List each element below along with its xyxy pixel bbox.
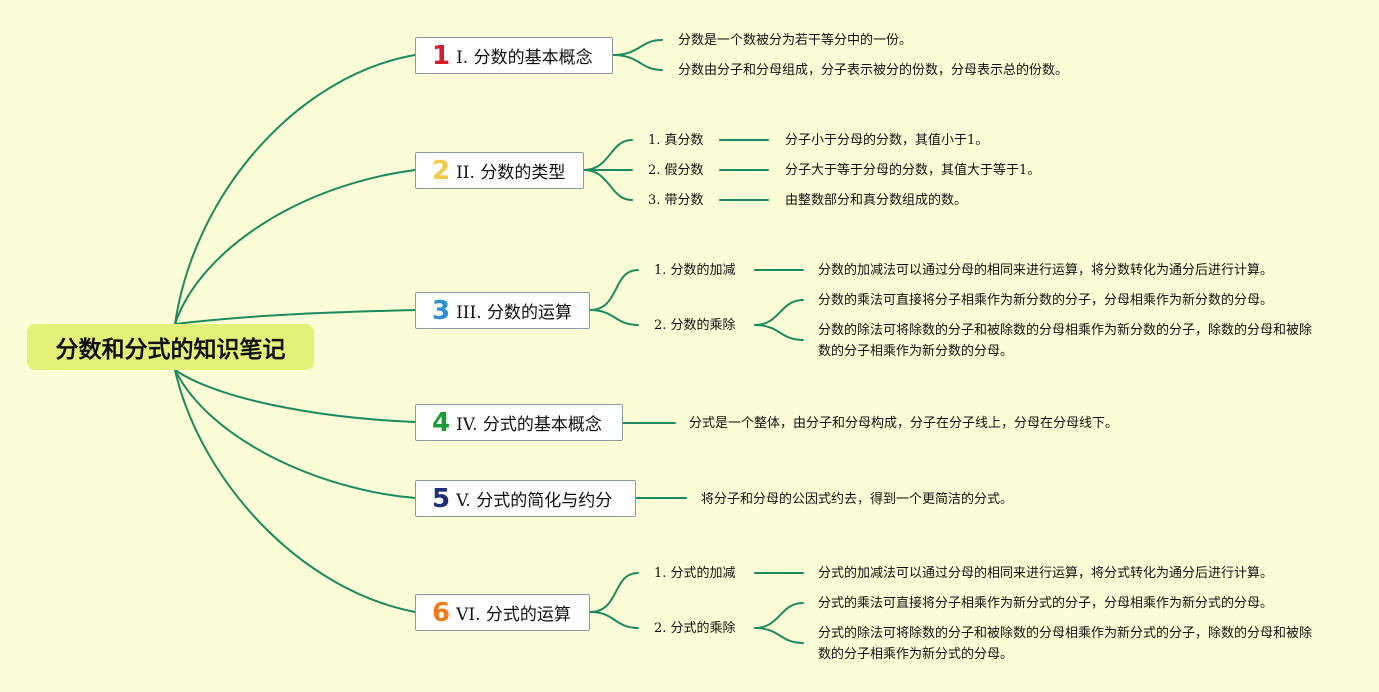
branch-node-6[interactable]: 6 VI. 分式的运算 xyxy=(415,594,590,631)
connector-b6-sub2-leaf-2 xyxy=(754,627,804,644)
sub-topic[interactable]: 1. 分式的加减 xyxy=(654,566,736,581)
connector-b3-sub2-leaf-1 xyxy=(754,299,804,326)
number-1-icon: 1 xyxy=(432,40,451,71)
leaf-text[interactable]: 分式的加减法可以通过分母的相同来进行运算，将分式转化为通分后进行计算。 xyxy=(818,566,1274,581)
connector-root-branch-2 xyxy=(174,169,416,325)
branch-label: II. 分数的类型 xyxy=(456,163,566,183)
leaf-text[interactable]: 由整数部分和真分数组成的数。 xyxy=(785,193,968,208)
connector-b3-sub-1 xyxy=(589,269,639,311)
number-3-icon: 3 xyxy=(432,295,451,326)
branch-label: IV. 分式的基本概念 xyxy=(456,415,602,435)
branch-label: VI. 分式的运算 xyxy=(456,605,571,625)
leaf-text[interactable]: 分式的乘法可直接将分子相乘作为新分式的分子，分母相乘作为新分式的分母。 xyxy=(818,596,1274,611)
leaf-text[interactable]: 分子大于等于分母的分数，其值大于等于1。 xyxy=(785,163,1041,178)
number-4-icon: 4 xyxy=(432,407,451,438)
sub-topic[interactable]: 3. 带分数 xyxy=(648,193,704,208)
leaf-text[interactable]: 将分子和分母的公因式约去，得到一个更简洁的分式。 xyxy=(701,492,1014,507)
connector-b1-leaf-2 xyxy=(612,54,663,71)
sub-topic[interactable]: 2. 假分数 xyxy=(648,163,704,178)
sub-topic[interactable]: 2. 分数的乘除 xyxy=(654,318,736,333)
number-6-icon: 6 xyxy=(432,597,451,628)
connector-b6-sub2-leaf-1 xyxy=(754,602,804,629)
leaf-text[interactable]: 分数由分子和分母组成，分子表示被分的份数，分母表示总的份数。 xyxy=(678,63,1069,78)
sub-topic[interactable]: 1. 真分数 xyxy=(648,133,704,148)
branch-node-5[interactable]: 5 V. 分式的简化与约分 xyxy=(415,480,636,517)
branch-label: V. 分式的简化与约分 xyxy=(456,491,613,511)
sub-topic[interactable]: 1. 分数的加减 xyxy=(654,263,736,278)
branch-node-4[interactable]: 4 IV. 分式的基本概念 xyxy=(415,404,623,441)
branch-node-3[interactable]: 3 III. 分数的运算 xyxy=(415,292,590,329)
branch-node-2[interactable]: 2 II. 分数的类型 xyxy=(415,152,584,189)
connector-b6-sub-1 xyxy=(589,572,639,613)
branch-label: III. 分数的运算 xyxy=(456,303,573,323)
connector-b2-sub-1 xyxy=(583,139,633,171)
connector-b1-leaf-1 xyxy=(612,39,663,56)
connector-b2-sub-3 xyxy=(583,169,633,201)
connector-root-branch-6 xyxy=(174,369,416,613)
leaf-text[interactable]: 分数的除法可将除数的分子和被除数的分母相乘作为新分数的分子，除数的分母和被除数的… xyxy=(818,323,1313,359)
root-topic[interactable]: 分数和分式的知识笔记 xyxy=(27,324,314,370)
branch-label: I. 分数的基本概念 xyxy=(456,48,593,68)
connector-b6-sub-2 xyxy=(589,611,639,629)
connector-root-branch-3 xyxy=(174,309,416,325)
leaf-text[interactable]: 分式是一个整体，由分子和分母构成，分子在分子线上，分母在分母线下。 xyxy=(689,416,1119,431)
sub-topic[interactable]: 2. 分式的乘除 xyxy=(654,621,736,636)
connector-root-branch-1 xyxy=(174,54,416,325)
branch-node-1[interactable]: 1 I. 分数的基本概念 xyxy=(415,37,613,74)
connector-root-branch-4 xyxy=(174,369,416,423)
leaf-text[interactable]: 分式的除法可将除数的分子和被除数的分母相乘作为新分式的分子，除数的分母和被除数的… xyxy=(818,626,1313,662)
connector-root-branch-5 xyxy=(174,369,416,499)
connector-b3-sub2-leaf-2 xyxy=(754,324,804,341)
leaf-text[interactable]: 分数的乘法可直接将分子相乘作为新分数的分子，分母相乘作为新分数的分母。 xyxy=(818,293,1274,308)
number-5-icon: 5 xyxy=(432,483,451,514)
leaf-text[interactable]: 分子小于分母的分数，其值小于1。 xyxy=(785,133,989,148)
connector-b3-sub-2 xyxy=(589,309,639,326)
number-2-icon: 2 xyxy=(432,155,451,186)
leaf-text[interactable]: 分数的加减法可以通过分母的相同来进行运算，将分数转化为通分后进行计算。 xyxy=(818,263,1274,278)
leaf-text[interactable]: 分数是一个数被分为若干等分中的一份。 xyxy=(678,33,913,48)
